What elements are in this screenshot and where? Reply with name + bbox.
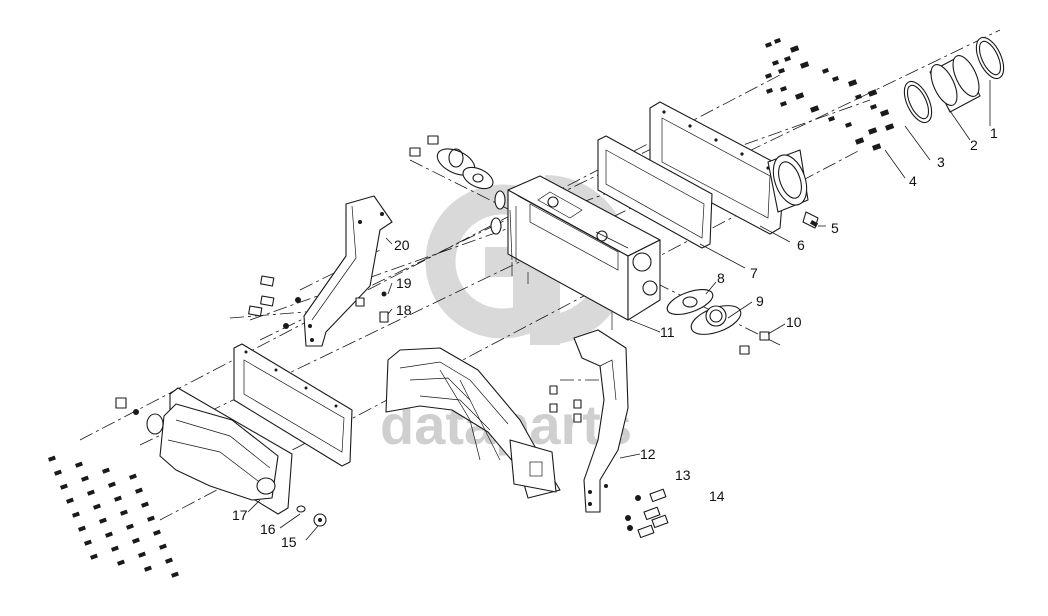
bolt xyxy=(98,517,107,524)
gasket-8 xyxy=(666,288,714,316)
bolt xyxy=(48,455,56,462)
bolt xyxy=(129,473,137,480)
bolt xyxy=(159,543,167,550)
callout-3: 3 xyxy=(937,154,945,170)
bolt-set-bracket-12 xyxy=(549,385,582,423)
callout-8: 8 xyxy=(717,270,725,286)
bolt xyxy=(147,515,155,522)
callout-5: 5 xyxy=(831,220,839,236)
bolt xyxy=(138,551,146,558)
callout-18: 18 xyxy=(396,302,412,318)
callout-2: 2 xyxy=(970,137,978,153)
outlet-flange-9 xyxy=(690,305,742,335)
bolt-10 xyxy=(739,331,770,355)
callout-16: 16 xyxy=(260,521,276,537)
callout-14: 14 xyxy=(709,488,725,504)
bolt-grid xyxy=(48,455,179,578)
bolt xyxy=(75,461,83,468)
callout-15: 15 xyxy=(281,534,297,550)
bolt-row xyxy=(765,37,895,151)
support-bracket-20 xyxy=(303,195,393,347)
callout-20: 20 xyxy=(394,237,410,253)
washer-plug-15-16 xyxy=(296,505,327,527)
bolt-set-lower-left xyxy=(48,455,179,578)
support-bracket-12 xyxy=(573,329,629,513)
fan-shroud xyxy=(385,347,561,499)
bolt xyxy=(81,475,89,482)
callout-10: 10 xyxy=(786,314,802,330)
bolt xyxy=(144,565,152,572)
bolt xyxy=(108,481,116,488)
intake-flange-plate-6 xyxy=(649,101,809,235)
bolt xyxy=(134,487,143,494)
callout-1: 1 xyxy=(990,125,998,141)
bolt-13 xyxy=(635,488,667,503)
callout-4: 4 xyxy=(909,173,917,189)
bolt-set-left xyxy=(248,275,389,329)
lower-gasket xyxy=(233,343,353,467)
bolt xyxy=(84,539,92,546)
tank-plug-left xyxy=(115,397,139,415)
hose-sleeve-2 xyxy=(929,55,981,113)
bolt xyxy=(90,553,98,560)
gasket-6 xyxy=(597,135,713,249)
bolt xyxy=(93,503,101,510)
bolt xyxy=(78,525,86,532)
bolt xyxy=(101,467,110,474)
bolt xyxy=(66,497,74,504)
air-box-tank-17 xyxy=(146,387,293,515)
bolt xyxy=(60,483,68,490)
bolt xyxy=(152,529,161,536)
drain-plug-5 xyxy=(802,211,819,229)
bolt xyxy=(164,557,173,564)
bolt xyxy=(104,531,113,538)
housing-side-fittings xyxy=(490,190,506,235)
bolt xyxy=(126,523,134,530)
callout-17: 17 xyxy=(232,507,248,523)
bolt xyxy=(87,489,95,496)
callout-7: 7 xyxy=(750,265,758,281)
callout-9: 9 xyxy=(756,293,764,309)
hose-clamp-ring-3 xyxy=(903,80,933,124)
bolt xyxy=(171,571,179,578)
bolt xyxy=(141,501,149,508)
bolt xyxy=(117,559,125,566)
bolt xyxy=(114,495,122,502)
main-housing-11 xyxy=(507,175,661,330)
callout-19: 19 xyxy=(396,275,412,291)
top-flange-left xyxy=(409,135,494,190)
bolt-set-upper-right xyxy=(765,37,895,151)
bolt xyxy=(132,537,140,544)
bolt xyxy=(110,545,119,552)
hose-clamp-ring-1 xyxy=(975,36,1005,80)
bolt xyxy=(54,469,62,476)
bolt xyxy=(120,509,128,516)
bolt xyxy=(72,511,80,518)
callout-labels: 1 2 3 4 5 6 7 8 9 10 11 12 13 14 15 16 1… xyxy=(232,125,998,550)
callout-13: 13 xyxy=(675,467,691,483)
callout-6: 6 xyxy=(797,237,805,253)
callout-11: 11 xyxy=(660,324,675,340)
bolt-14 xyxy=(625,506,669,539)
leader-lines xyxy=(247,80,991,541)
callout-12: 12 xyxy=(640,446,656,462)
